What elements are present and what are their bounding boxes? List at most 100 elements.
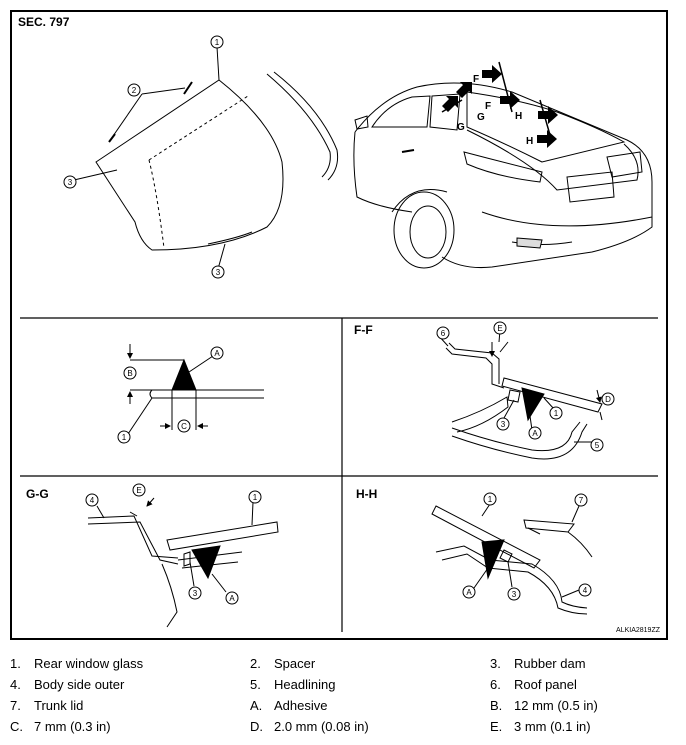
legend-item-c: C.7 mm (0.3 in) bbox=[10, 719, 111, 734]
callout-3b: 3 bbox=[216, 268, 221, 277]
callout-a-detail: A bbox=[214, 349, 220, 358]
trunk-lid bbox=[466, 129, 639, 191]
headlining-ff bbox=[451, 421, 581, 452]
rubber-dam-hh bbox=[499, 549, 513, 563]
spacer-dashed-line bbox=[148, 95, 249, 161]
callout-1-ff: 1 bbox=[554, 409, 559, 418]
side-mirror bbox=[354, 115, 369, 130]
glass-edge-lines bbox=[152, 389, 264, 399]
rubber-dam-strip bbox=[266, 73, 331, 178]
car-rear-view bbox=[353, 61, 653, 269]
callout-3-gg: 3 bbox=[193, 589, 198, 598]
exploded-callouts bbox=[63, 35, 225, 279]
legend-item-7: 7.Trunk lid bbox=[10, 698, 84, 713]
callout-circle-3 bbox=[63, 175, 77, 189]
rubber-dam-dashed-line bbox=[148, 159, 165, 249]
glass-hh bbox=[431, 505, 541, 569]
right-tail-light bbox=[606, 151, 643, 178]
adhesive-gg bbox=[191, 545, 221, 580]
leader-1 bbox=[127, 397, 153, 435]
rear-reflector bbox=[516, 237, 543, 249]
legend-item-b: B.12 mm (0.5 in) bbox=[490, 698, 598, 713]
callout-circle-2 bbox=[127, 83, 141, 97]
callout-e-gg: E bbox=[136, 486, 141, 495]
rubber-dam-lower bbox=[207, 231, 253, 245]
license-plate-recess bbox=[566, 171, 615, 203]
callout-2: 2 bbox=[132, 86, 137, 95]
arrow-h-upper bbox=[538, 106, 558, 124]
callout-b-detail: B bbox=[127, 369, 132, 378]
adhesive-ff bbox=[521, 387, 545, 422]
glass-ff bbox=[501, 377, 603, 413]
callout-6-ff: 6 bbox=[441, 329, 446, 338]
section-title-hh: H-H bbox=[356, 487, 377, 501]
rear-wheel-outer bbox=[393, 191, 455, 269]
callout-3-hh: 3 bbox=[512, 590, 517, 599]
exploded-glass-view bbox=[73, 46, 339, 270]
leader-a bbox=[188, 355, 214, 373]
section-marker-g-left: G bbox=[457, 122, 465, 133]
section-gg-view bbox=[87, 497, 279, 628]
arrow-f-upper bbox=[482, 65, 502, 83]
callout-3: 3 bbox=[68, 178, 73, 187]
door-handle bbox=[401, 149, 415, 153]
wheel-arch bbox=[391, 189, 448, 213]
callout-e-ff: E bbox=[497, 324, 502, 333]
car-side-outline bbox=[353, 131, 413, 213]
section-marker-g-right: G bbox=[477, 112, 485, 123]
callout-a-hh: A bbox=[466, 588, 472, 597]
diagram-frame: SEC. 797 1 2 3 3 bbox=[10, 10, 668, 640]
callout-a-ff: A bbox=[532, 429, 538, 438]
legend-item-1: 1.Rear window glass bbox=[10, 656, 144, 671]
callout-a-gg: A bbox=[229, 594, 235, 603]
body-side-outer-hh bbox=[435, 545, 588, 609]
legend-item-2: 2.Spacer bbox=[250, 656, 316, 671]
callout-circle-1 bbox=[210, 35, 224, 49]
legend: 1.Rear window glass 2.Spacer 3.Rubber da… bbox=[10, 656, 680, 742]
legend-item-d: D.2.0 mm (0.08 in) bbox=[250, 719, 369, 734]
arrow-g-left bbox=[442, 96, 458, 112]
rear-door-window bbox=[429, 93, 461, 131]
front-door-window bbox=[371, 95, 431, 128]
section-hh-view bbox=[431, 503, 593, 615]
arrow-h-lower bbox=[537, 130, 557, 148]
legend-item-4: 4.Body side outer bbox=[10, 677, 125, 692]
legend-item-5: 5.Headlining bbox=[250, 677, 336, 692]
callout-5-ff: 5 bbox=[595, 441, 600, 450]
section-title-ff: F-F bbox=[354, 323, 373, 337]
rear-bumper-line bbox=[481, 211, 653, 227]
headlining-ff-outer bbox=[451, 423, 588, 460]
section-marker-h-lower: H bbox=[526, 136, 533, 147]
glass-edge-round bbox=[149, 389, 153, 399]
bead-detail-view bbox=[127, 344, 264, 435]
arrow-f-lower bbox=[500, 91, 520, 109]
trunk-lid-hh-inner bbox=[527, 527, 541, 535]
callout-d-ff: D bbox=[605, 395, 611, 404]
callout-1-hh: 1 bbox=[488, 495, 493, 504]
body-side-outer-gg bbox=[87, 521, 179, 565]
rear-wheel-inner bbox=[409, 205, 447, 259]
callout-1-gg: 1 bbox=[253, 493, 258, 502]
callout-7-hh: 7 bbox=[579, 496, 584, 505]
legend-item-6: 6.Roof panel bbox=[490, 677, 577, 692]
spacer-upper bbox=[183, 81, 193, 95]
figure-code: ALKIA2819ZZ bbox=[616, 627, 661, 634]
roof-panel-ff bbox=[445, 347, 505, 389]
body-ff bbox=[451, 396, 509, 433]
body-lower-gg bbox=[161, 563, 178, 628]
glass-gg bbox=[166, 521, 279, 551]
rubber-dam-strip-edge bbox=[273, 71, 339, 181]
section-arrows bbox=[442, 65, 558, 148]
body-side-outer-hh-inner bbox=[441, 553, 588, 615]
legend-item-3: 3.Rubber dam bbox=[490, 656, 586, 671]
diagram-svg: SEC. 797 1 2 3 3 bbox=[18, 15, 661, 634]
callout-1: 1 bbox=[215, 38, 220, 47]
section-code: SEC. 797 bbox=[18, 15, 70, 29]
trunk-lid-hh-edge bbox=[567, 531, 593, 558]
body-side-outer-gg-inner bbox=[87, 515, 179, 559]
legend-item-e: E.3 mm (0.1 in) bbox=[490, 719, 591, 734]
panel-dividers bbox=[20, 317, 658, 632]
section-marker-f-upper: F bbox=[473, 74, 479, 85]
rubber-dam-ff bbox=[507, 389, 521, 403]
callout-4-hh: 4 bbox=[583, 586, 588, 595]
